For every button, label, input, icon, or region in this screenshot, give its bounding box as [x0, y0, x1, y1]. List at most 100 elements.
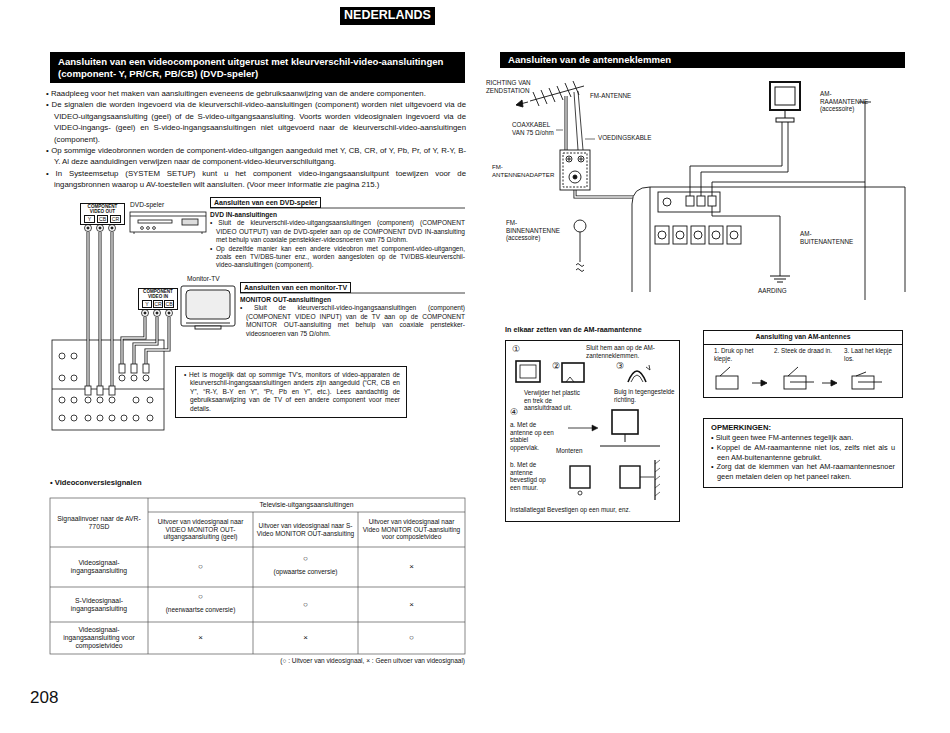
rca-jack	[166, 310, 173, 317]
node-text: Verwijder het plastic en trek de aanslui…	[524, 389, 586, 412]
receiver-rear-panel	[632, 187, 905, 292]
receiver-rear-panel	[143, 375, 149, 381]
assembly-sketch	[562, 363, 584, 382]
receiver-rear-panel	[109, 415, 115, 421]
fm-antenna-adapter	[569, 171, 581, 183]
table-grid	[50, 587, 465, 588]
antenna-wire	[690, 122, 782, 196]
table-cell: ×	[358, 547, 465, 587]
device-label: Monitor-TV	[187, 275, 220, 283]
note-box: • Het is mogelijk dat op sommige TV's, m…	[175, 366, 407, 418]
table-cell: ×	[358, 587, 465, 622]
rca-jack	[144, 312, 146, 314]
dvd-player	[130, 216, 206, 217]
table-cell: Televisie-uitgangsaansluitingen	[148, 498, 465, 512]
rca-plug	[97, 386, 103, 395]
table-cell: ○	[358, 622, 465, 654]
fm-indoor-antenna	[574, 220, 586, 272]
receiver-rear-panel	[712, 231, 720, 239]
am-loop-antenna	[785, 110, 786, 118]
fm-antenna-adapter	[563, 153, 587, 187]
terminal-step-icon	[720, 367, 730, 376]
subheading: MONITOR OUT-aansluitingen	[240, 296, 465, 304]
table-grid	[50, 622, 465, 623]
receiver-rear-panel	[109, 397, 115, 403]
table-grid	[50, 498, 465, 654]
rca-jack	[111, 227, 113, 229]
table-footnote: (○ : Uitvoer van videosignaal, × : Geen …	[150, 657, 465, 665]
table-cell: ○	[148, 591, 253, 603]
leader-line	[556, 130, 563, 131]
jack-panel: COMPONENT VIDEO OUTYCBCR	[80, 203, 125, 225]
receiver-rear-panel	[708, 196, 716, 206]
node-text: CR	[153, 300, 163, 308]
ground-symbol	[777, 282, 783, 283]
bullet-text: • De signalen die worden ingevoerd via d…	[46, 99, 466, 145]
node-text: Aansluiten van de antenneklemmen	[508, 54, 897, 66]
rca-jack	[85, 225, 92, 232]
dvd-player	[153, 227, 156, 230]
table-cell: Uitvoer van videosignaal naar VIDEO MONI…	[148, 512, 253, 547]
fm-antenna	[516, 100, 523, 107]
rca-jack	[87, 227, 89, 229]
ground-symbol	[770, 276, 790, 282]
receiver-rear-panel	[133, 397, 139, 403]
part-label: AARDING	[758, 287, 787, 295]
fm-antenna-adapter	[573, 175, 577, 179]
part-label: VOEDINGSKABLE	[598, 134, 652, 142]
ground-symbol	[774, 279, 786, 280]
fm-antenna	[533, 92, 539, 106]
table-grid	[253, 512, 254, 654]
table-cell: ×	[253, 622, 358, 654]
node-text: Aansluiten van een videocomponent uitger…	[58, 56, 457, 80]
node-text: ④	[510, 407, 518, 418]
node-text: ②	[552, 361, 560, 372]
receiver-rear-panel	[121, 415, 127, 421]
rca-jack	[142, 310, 149, 317]
receiver-rear-panel	[147, 397, 153, 403]
rca-plug	[85, 364, 149, 395]
assembly-sketch	[600, 446, 660, 447]
node-text: 3. Laat het klepje los.	[844, 347, 900, 362]
receiver-rear-panel	[147, 415, 153, 421]
receiver-rear-panel	[686, 196, 694, 206]
terminal-step-icon	[716, 376, 738, 389]
fm-indoor-antenna	[576, 269, 584, 272]
receiver-rear-panel	[59, 353, 65, 359]
assembly-sketch	[520, 365, 536, 378]
instruction-box: ①Sluit hem aan op de AM-zantenneklemmen.…	[505, 340, 680, 522]
rca-jack	[97, 225, 104, 232]
rca-jack	[99, 227, 101, 229]
section-header: Aansluiten van een videocomponent uitger…	[50, 52, 465, 83]
table-cell: Uitvoer van videosignaal naar S-Video MO…	[253, 512, 358, 547]
receiver-rear-panel	[59, 397, 65, 403]
receiver-rear-panel	[71, 397, 77, 403]
fm-antenna-adapter	[560, 150, 590, 190]
terminal-step-icon	[790, 382, 814, 383]
node-text: CB	[97, 215, 108, 223]
table-cell: ○	[148, 547, 253, 587]
assembly-sketch	[516, 361, 540, 382]
node-text: a. Met de antenne op een stabiel oppervl…	[510, 421, 556, 451]
node-text: • Sluit geen twee FM-antennes tegelijk a…	[711, 433, 895, 443]
fm-indoor-antenna	[580, 232, 581, 262]
text-column: • Raadpleeg voor het maken van aansluiti…	[46, 88, 466, 191]
node-text: ①	[512, 344, 520, 355]
dvd-player	[138, 220, 172, 223]
terminal-step-icon	[761, 380, 767, 386]
node-text: 1. Druk op het klepje.	[714, 347, 770, 362]
receiver-rear-panel	[694, 231, 702, 239]
node-text: Monteren	[556, 447, 583, 455]
rca-plug	[109, 386, 115, 395]
node-text: Buig in tegengestelde richting.	[614, 388, 676, 403]
fm-antenna	[541, 90, 547, 104]
node-text: CR	[110, 215, 121, 223]
monitor-tv	[186, 323, 230, 324]
assembly-sketch	[640, 477, 654, 478]
receiver-rear-panel	[632, 187, 905, 292]
antenna-wire	[712, 206, 780, 276]
notes-box: OPMERKINGEN:• Sluit geen twee FM-antenne…	[703, 418, 903, 488]
receiver-rear-panel	[709, 226, 723, 244]
